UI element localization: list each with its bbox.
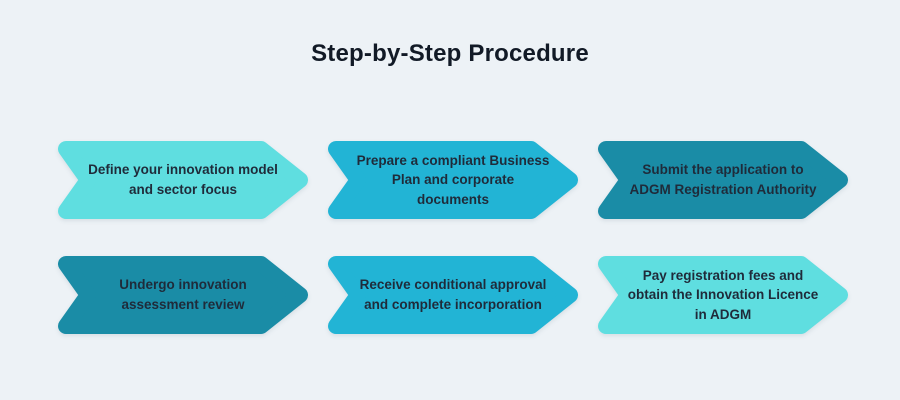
step-arrow-3: Submit the application to ADGM Registrat… [598, 141, 848, 219]
step-arrow-1: Define your innovation model and sector … [58, 141, 308, 219]
chevron-arrow-shape [58, 256, 308, 334]
step-arrow-6: Pay registration fees and obtain the Inn… [598, 256, 848, 334]
step-label-line: Receive conditional approval [359, 277, 547, 293]
chevron-arrow-shape [598, 141, 848, 219]
step-label-line: and sector focus [128, 182, 238, 197]
step-label: Undergo innovation assessment review [58, 256, 308, 334]
step-label-line: Pay registration fees and [642, 267, 804, 283]
step-label-line: assessment review [121, 297, 245, 312]
step-label: Pay registration fees and obtain the Inn… [598, 256, 848, 334]
step-label: Prepare a compliant Business Plan and co… [328, 141, 578, 219]
step-label-line: Prepare a compliant Business [356, 152, 550, 168]
step-label-line: Submit the application to [642, 162, 804, 178]
step-label-line: Plan and corporate [391, 172, 515, 188]
step-label-line: obtain the Innovation Licence [627, 287, 819, 303]
chevron-arrow-path [58, 256, 308, 334]
chevron-arrow-shape [328, 141, 578, 219]
chevron-arrow-path [598, 141, 848, 219]
step-label: Submit the application to ADGM Registrat… [598, 141, 848, 219]
step-label-line: Undergo innovation [119, 277, 247, 293]
chevron-arrow-path [328, 141, 578, 219]
chevron-arrow-path [328, 256, 578, 334]
chevron-arrow-path [598, 256, 848, 334]
step-arrow-2: Prepare a compliant Business Plan and co… [328, 141, 578, 219]
step-label-line: ADGM Registration Authority [629, 182, 817, 197]
steps-grid: Define your innovation model and sector … [58, 141, 848, 334]
page-title: Step-by-Step Procedure [311, 40, 589, 67]
step-label-line: documents [416, 191, 489, 207]
step-label-line: in ADGM [694, 306, 752, 322]
chevron-arrow-path [58, 141, 308, 219]
step-label: Receive conditional approval and complet… [328, 256, 578, 334]
step-arrow-5: Receive conditional approval and complet… [328, 256, 578, 334]
chevron-arrow-shape [598, 256, 848, 334]
chevron-arrow-shape [328, 256, 578, 334]
chevron-arrow-shape [58, 141, 308, 219]
step-label-line: and complete incorporation [364, 297, 542, 312]
step-arrow-4: Undergo innovation assessment review [58, 256, 308, 334]
step-label-line: Define your innovation model [88, 162, 278, 178]
step-label: Define your innovation model and sector … [58, 141, 308, 219]
